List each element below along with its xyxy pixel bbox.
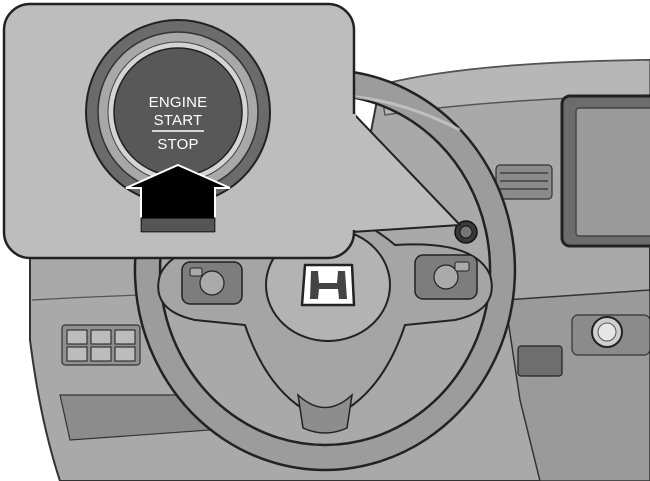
engine-button-location: [454, 220, 478, 244]
infotainment-screen: [560, 94, 650, 248]
center-air-vent: [495, 164, 553, 200]
button-label-engine: ENGINE: [149, 94, 208, 111]
climate-knob: [571, 314, 650, 356]
console-port: [517, 345, 563, 377]
button-label-start: START: [154, 112, 203, 129]
right-spoke-controls: [414, 254, 478, 300]
arrow-up-icon: [125, 163, 231, 233]
left-spoke-controls: [181, 261, 243, 305]
lower-spoke: [296, 392, 354, 434]
left-switch-panel: [61, 324, 141, 366]
button-label-stop: STOP: [157, 136, 198, 153]
engine-start-stop-button: ENGINE START STOP: [85, 19, 271, 205]
dashboard-upper-trim: [379, 59, 650, 116]
honda-h-logo: [300, 263, 356, 307]
